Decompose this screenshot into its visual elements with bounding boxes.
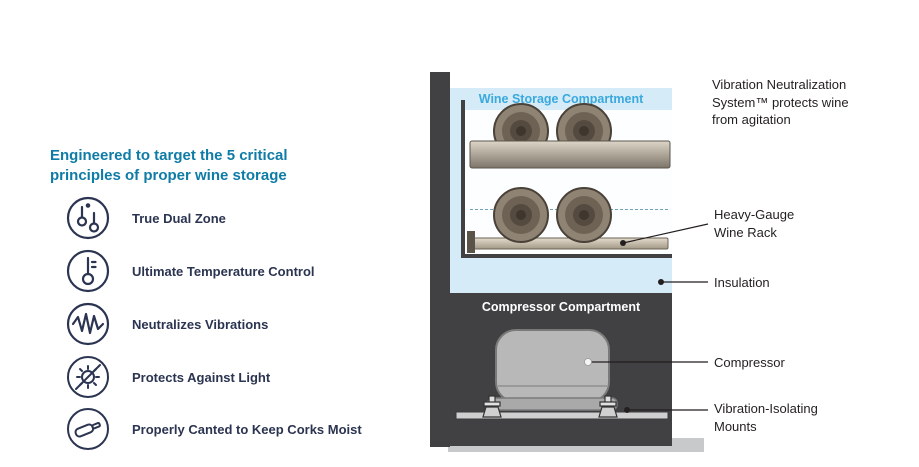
- compressor-compartment-label: Compressor Compartment: [481, 300, 641, 314]
- callout-wine-rack: Heavy-Gauge Wine Rack: [714, 207, 795, 240]
- callout-mounts: Vibration-Isolating Mounts: [714, 401, 818, 434]
- feature-temperature-control: Ultimate Temperature Control: [66, 249, 315, 293]
- callout-vibration-system: Vibration Neutralization System™ protect…: [712, 77, 849, 128]
- page-title: Engineered to target the 5 critical prin…: [50, 147, 288, 185]
- wine-compartment-interior: [465, 110, 672, 254]
- feature-label: True Dual Zone: [132, 210, 226, 226]
- feature-label: Protects Against Light: [132, 369, 271, 385]
- feature-protects-against-light: Protects Against Light: [66, 355, 270, 399]
- feature-label: Neutralizes Vibrations: [132, 316, 269, 332]
- feature-neutralizes-vibrations: Neutralizes Vibrations: [66, 302, 268, 346]
- cabinet-left-wall: [430, 72, 450, 447]
- feature-label: Ultimate Temperature Control: [132, 263, 315, 279]
- no-light-icon: [66, 355, 110, 399]
- cabinet-bottom-wall: [430, 424, 672, 446]
- dual-zone-icon: [66, 196, 110, 240]
- interior-liner-horizontal: [461, 254, 672, 258]
- interior-liner-vertical: [461, 100, 465, 258]
- wine-compartment-label: Wine Storage Compartment: [478, 92, 644, 106]
- vibration-icon: [66, 302, 110, 346]
- callout-compressor: Compressor: [714, 355, 785, 370]
- feature-dual-zone: True Dual Zone: [66, 196, 226, 240]
- feature-label: Properly Canted to Keep Corks Moist: [132, 421, 362, 437]
- callout-insulation: Insulation: [714, 275, 770, 290]
- tilted-bottle-icon: [66, 407, 110, 451]
- thermometer-icon: [66, 249, 110, 293]
- feature-canted-corks: Properly Canted to Keep Corks Moist: [66, 407, 362, 451]
- rack-level-dashed-line: [470, 209, 668, 210]
